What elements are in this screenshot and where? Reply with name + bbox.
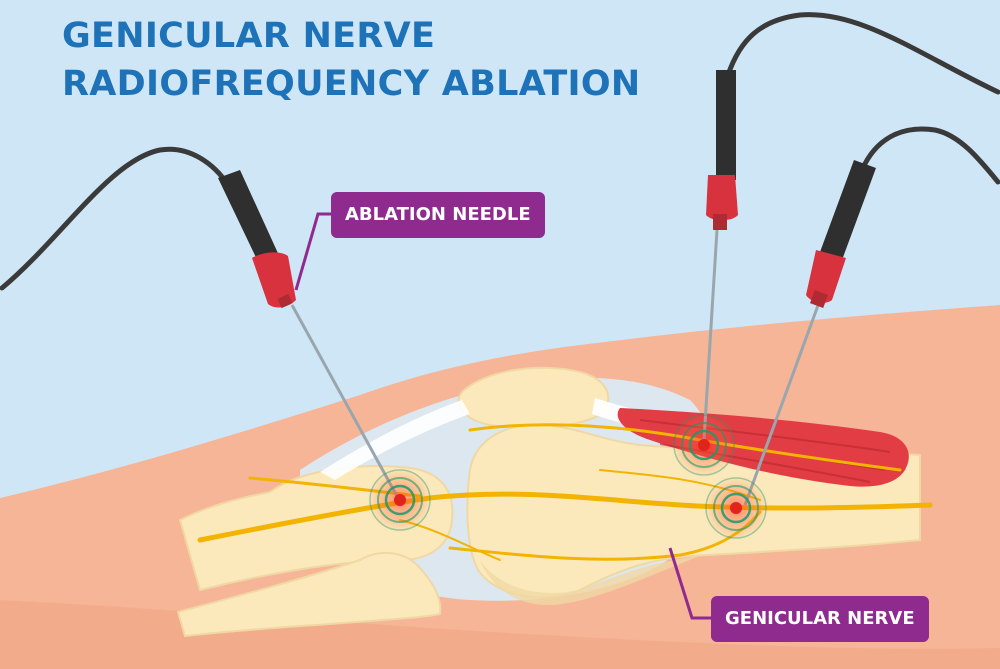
patellar-tendon — [320, 400, 470, 480]
needle-right — [743, 160, 876, 506]
rf-cables — [0, 12, 1000, 291]
title-line-2: RADIOFREQUENCY ABLATION — [62, 64, 641, 104]
title-line-1: GENICULAR NERVE — [62, 16, 436, 56]
genicular-nerve-label: GENICULAR NERVE — [711, 596, 929, 642]
femur-bone-shade — [480, 556, 700, 606]
ablation-zone-right — [704, 476, 768, 540]
ablation-zone-mid — [672, 413, 736, 477]
needle-mid — [702, 70, 738, 441]
ablation-needle-label: ABLATION NEEDLE — [331, 192, 545, 238]
needle-left — [218, 170, 400, 499]
ablation-zone-left — [368, 468, 432, 532]
leader-line-needle — [294, 212, 331, 291]
leader-line-nerve — [668, 547, 711, 620]
fibula-bone — [176, 551, 442, 638]
